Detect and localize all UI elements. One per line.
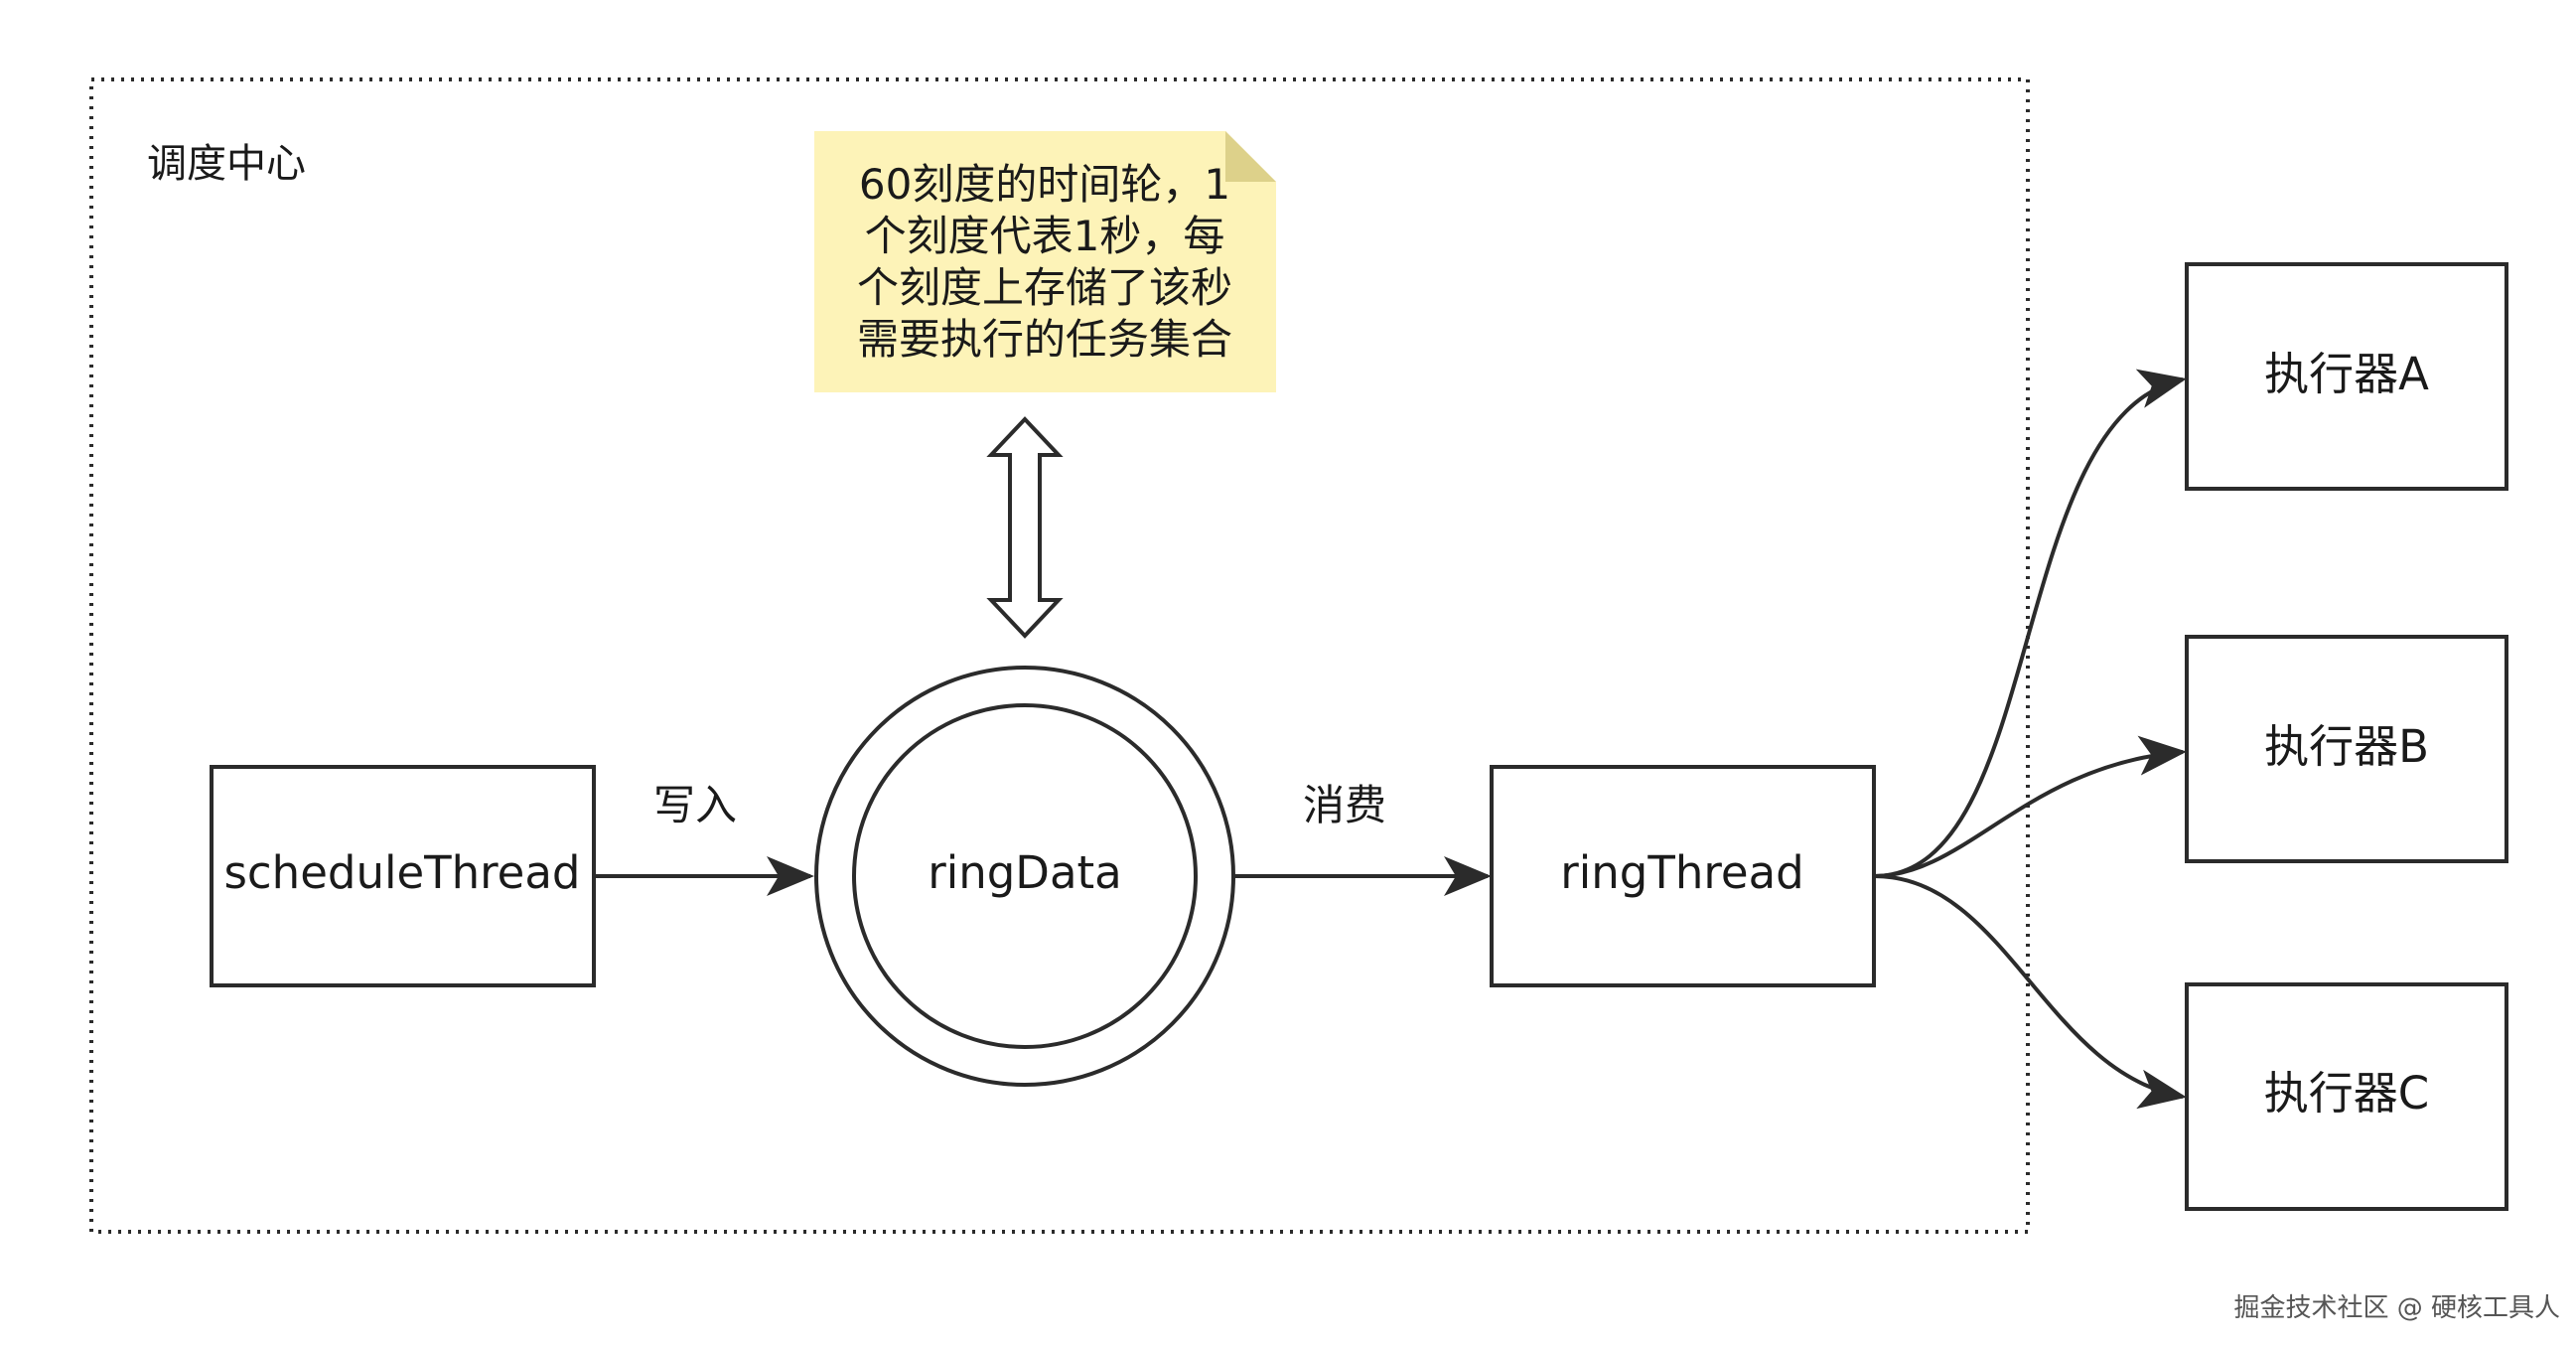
executor-a-label: 执行器A [2264, 348, 2429, 400]
executor-a-box [2185, 262, 2508, 491]
dispatch-center-border [89, 77, 2030, 1234]
edge-to-executor-b [1873, 735, 2187, 878]
dispatch-center-label: 调度中心 [147, 141, 306, 187]
note-line-2: 个刻度代表1秒，每 [865, 212, 1225, 260]
executor-c-box [2185, 982, 2508, 1211]
ring-thread-node: ringThread [1490, 765, 1876, 987]
ring-data-label: ringData [928, 846, 1122, 899]
dispatch-center-group: 调度中心 [89, 77, 2030, 1234]
note-body [814, 131, 1276, 392]
executor-b-box [2185, 635, 2508, 863]
consume-edge-label: 消费 [1303, 781, 1386, 829]
note-line-3: 个刻度上存储了该秒 [857, 263, 1232, 312]
watermark-text: 掘金技术社区 @ 硬核工具人 [2233, 1293, 2560, 1323]
time-wheel-note: 60刻度的时间轮，1 个刻度代表1秒，每 个刻度上存储了该秒 需要执行的任务集合 [814, 131, 1276, 392]
schedule-thread-box [210, 765, 596, 987]
executor-b-label: 执行器B [2264, 720, 2429, 773]
ring-thread-box [1490, 765, 1876, 987]
executor-a-node: 执行器A [2185, 262, 2508, 491]
write-edge-label: 写入 [653, 781, 737, 829]
edge-to-executor-c [1873, 874, 2187, 1110]
note-folded-corner [1225, 131, 1276, 182]
executor-b-node: 执行器B [2185, 635, 2508, 863]
ring-data-inner-circle [852, 703, 1198, 1049]
ring-thread-label: ringThread [1560, 846, 1803, 899]
ring-data-node: ringData [814, 666, 1235, 1087]
schedule-thread-node: scheduleThread [210, 765, 596, 987]
note-line-1: 60刻度的时间轮，1 [859, 160, 1230, 209]
executor-c-node: 执行器C [2185, 982, 2508, 1211]
executor-c-label: 执行器C [2264, 1067, 2429, 1120]
edge-to-executor-a [1873, 369, 2187, 878]
note-line-4: 需要执行的任务集合 [857, 315, 1232, 364]
bidirectional-arrow [986, 416, 1064, 639]
schedule-thread-label: scheduleThread [223, 846, 580, 899]
